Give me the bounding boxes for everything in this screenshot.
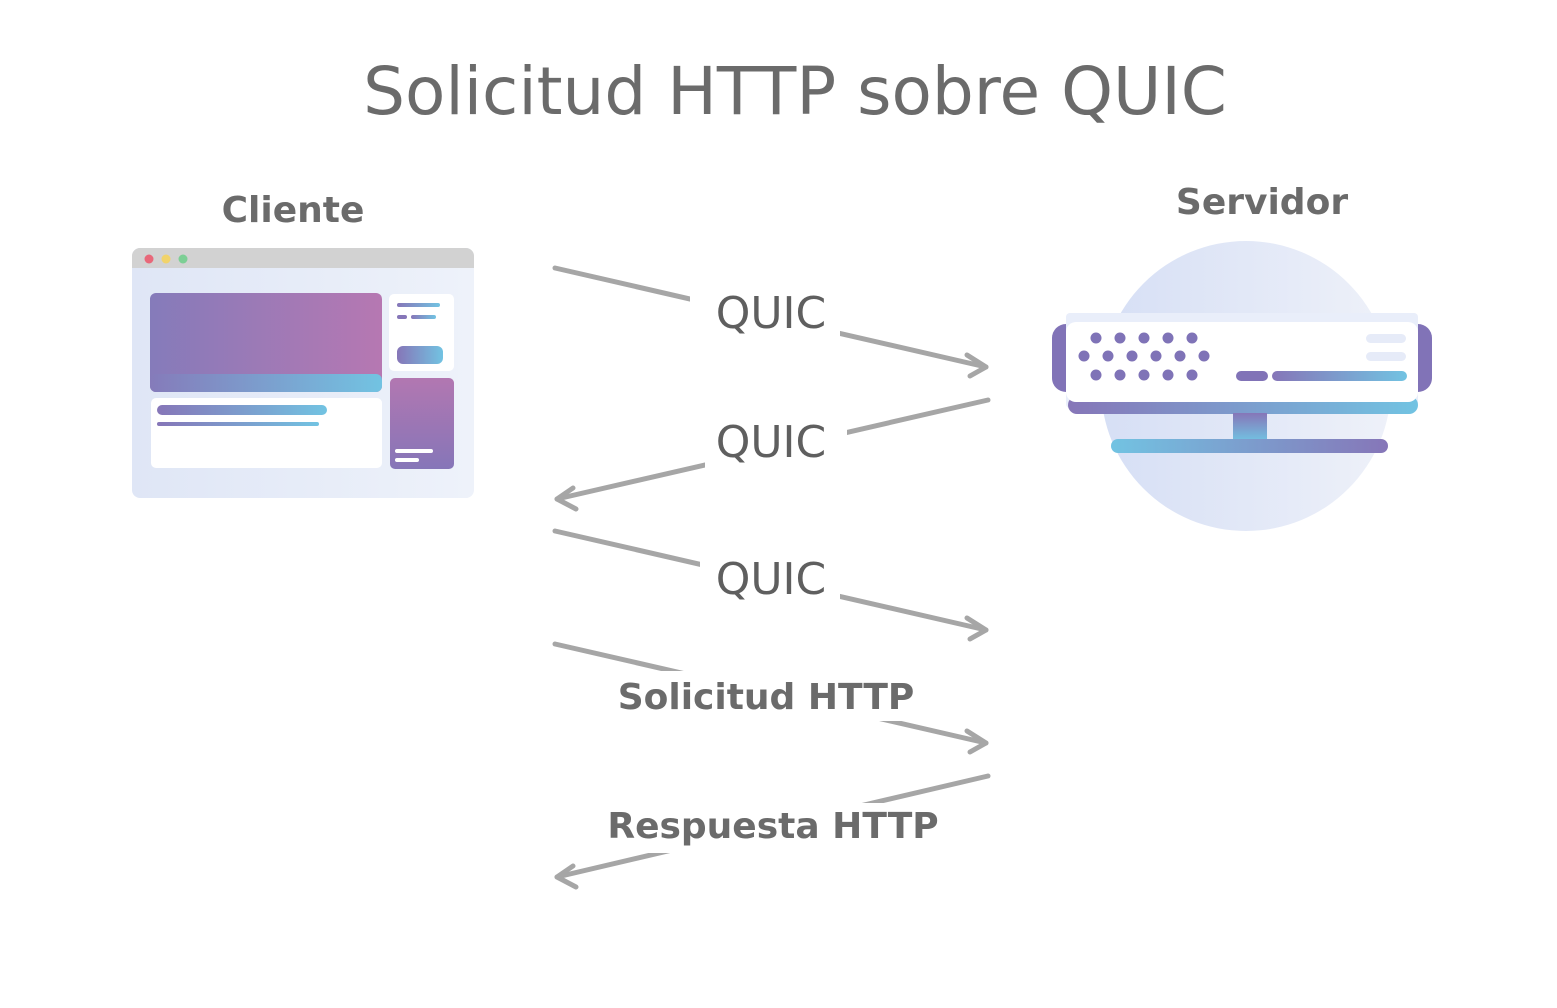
message-label: QUIC bbox=[716, 288, 827, 339]
message-arrow: QUIC bbox=[554, 397, 991, 512]
server-label: Servidor bbox=[1176, 182, 1348, 223]
message-arrow: Respuesta HTTP bbox=[554, 773, 991, 890]
server-rack-icon bbox=[1052, 241, 1432, 531]
client-label: Cliente bbox=[222, 190, 365, 231]
message-label: QUIC bbox=[716, 554, 827, 605]
diagram-title: Solicitud HTTP sobre QUIC bbox=[363, 53, 1227, 130]
message-arrow: QUIC bbox=[552, 265, 989, 379]
browser-window-icon bbox=[132, 248, 474, 498]
message-arrow: Solicitud HTTP bbox=[552, 641, 989, 755]
message-arrow: QUIC bbox=[552, 528, 989, 642]
message-label: Solicitud HTTP bbox=[618, 677, 915, 718]
message-label: Respuesta HTTP bbox=[607, 806, 938, 847]
message-label: QUIC bbox=[716, 417, 827, 468]
